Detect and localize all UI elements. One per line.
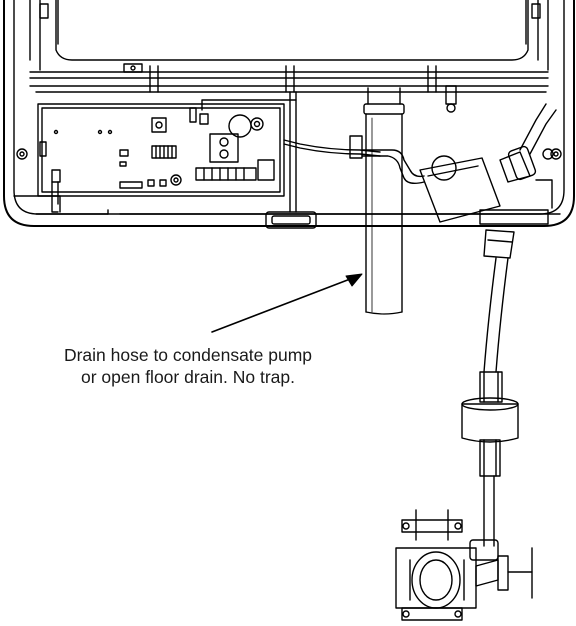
drain-hose-caption: Drain hose to condensate pump or open fl…: [18, 344, 358, 388]
caption-line-2: or open floor drain. No trap.: [80, 367, 295, 387]
control-board: [37, 99, 381, 213]
caption-line-1: Drain hose to condensate pump: [63, 345, 313, 365]
unit-housing: [3, 0, 575, 229]
saddle-valve: [395, 509, 533, 621]
solenoid-valve: [349, 103, 557, 225]
drain-hose: [363, 87, 405, 315]
supply-line: [461, 229, 519, 547]
leader-arrow: [211, 273, 363, 333]
